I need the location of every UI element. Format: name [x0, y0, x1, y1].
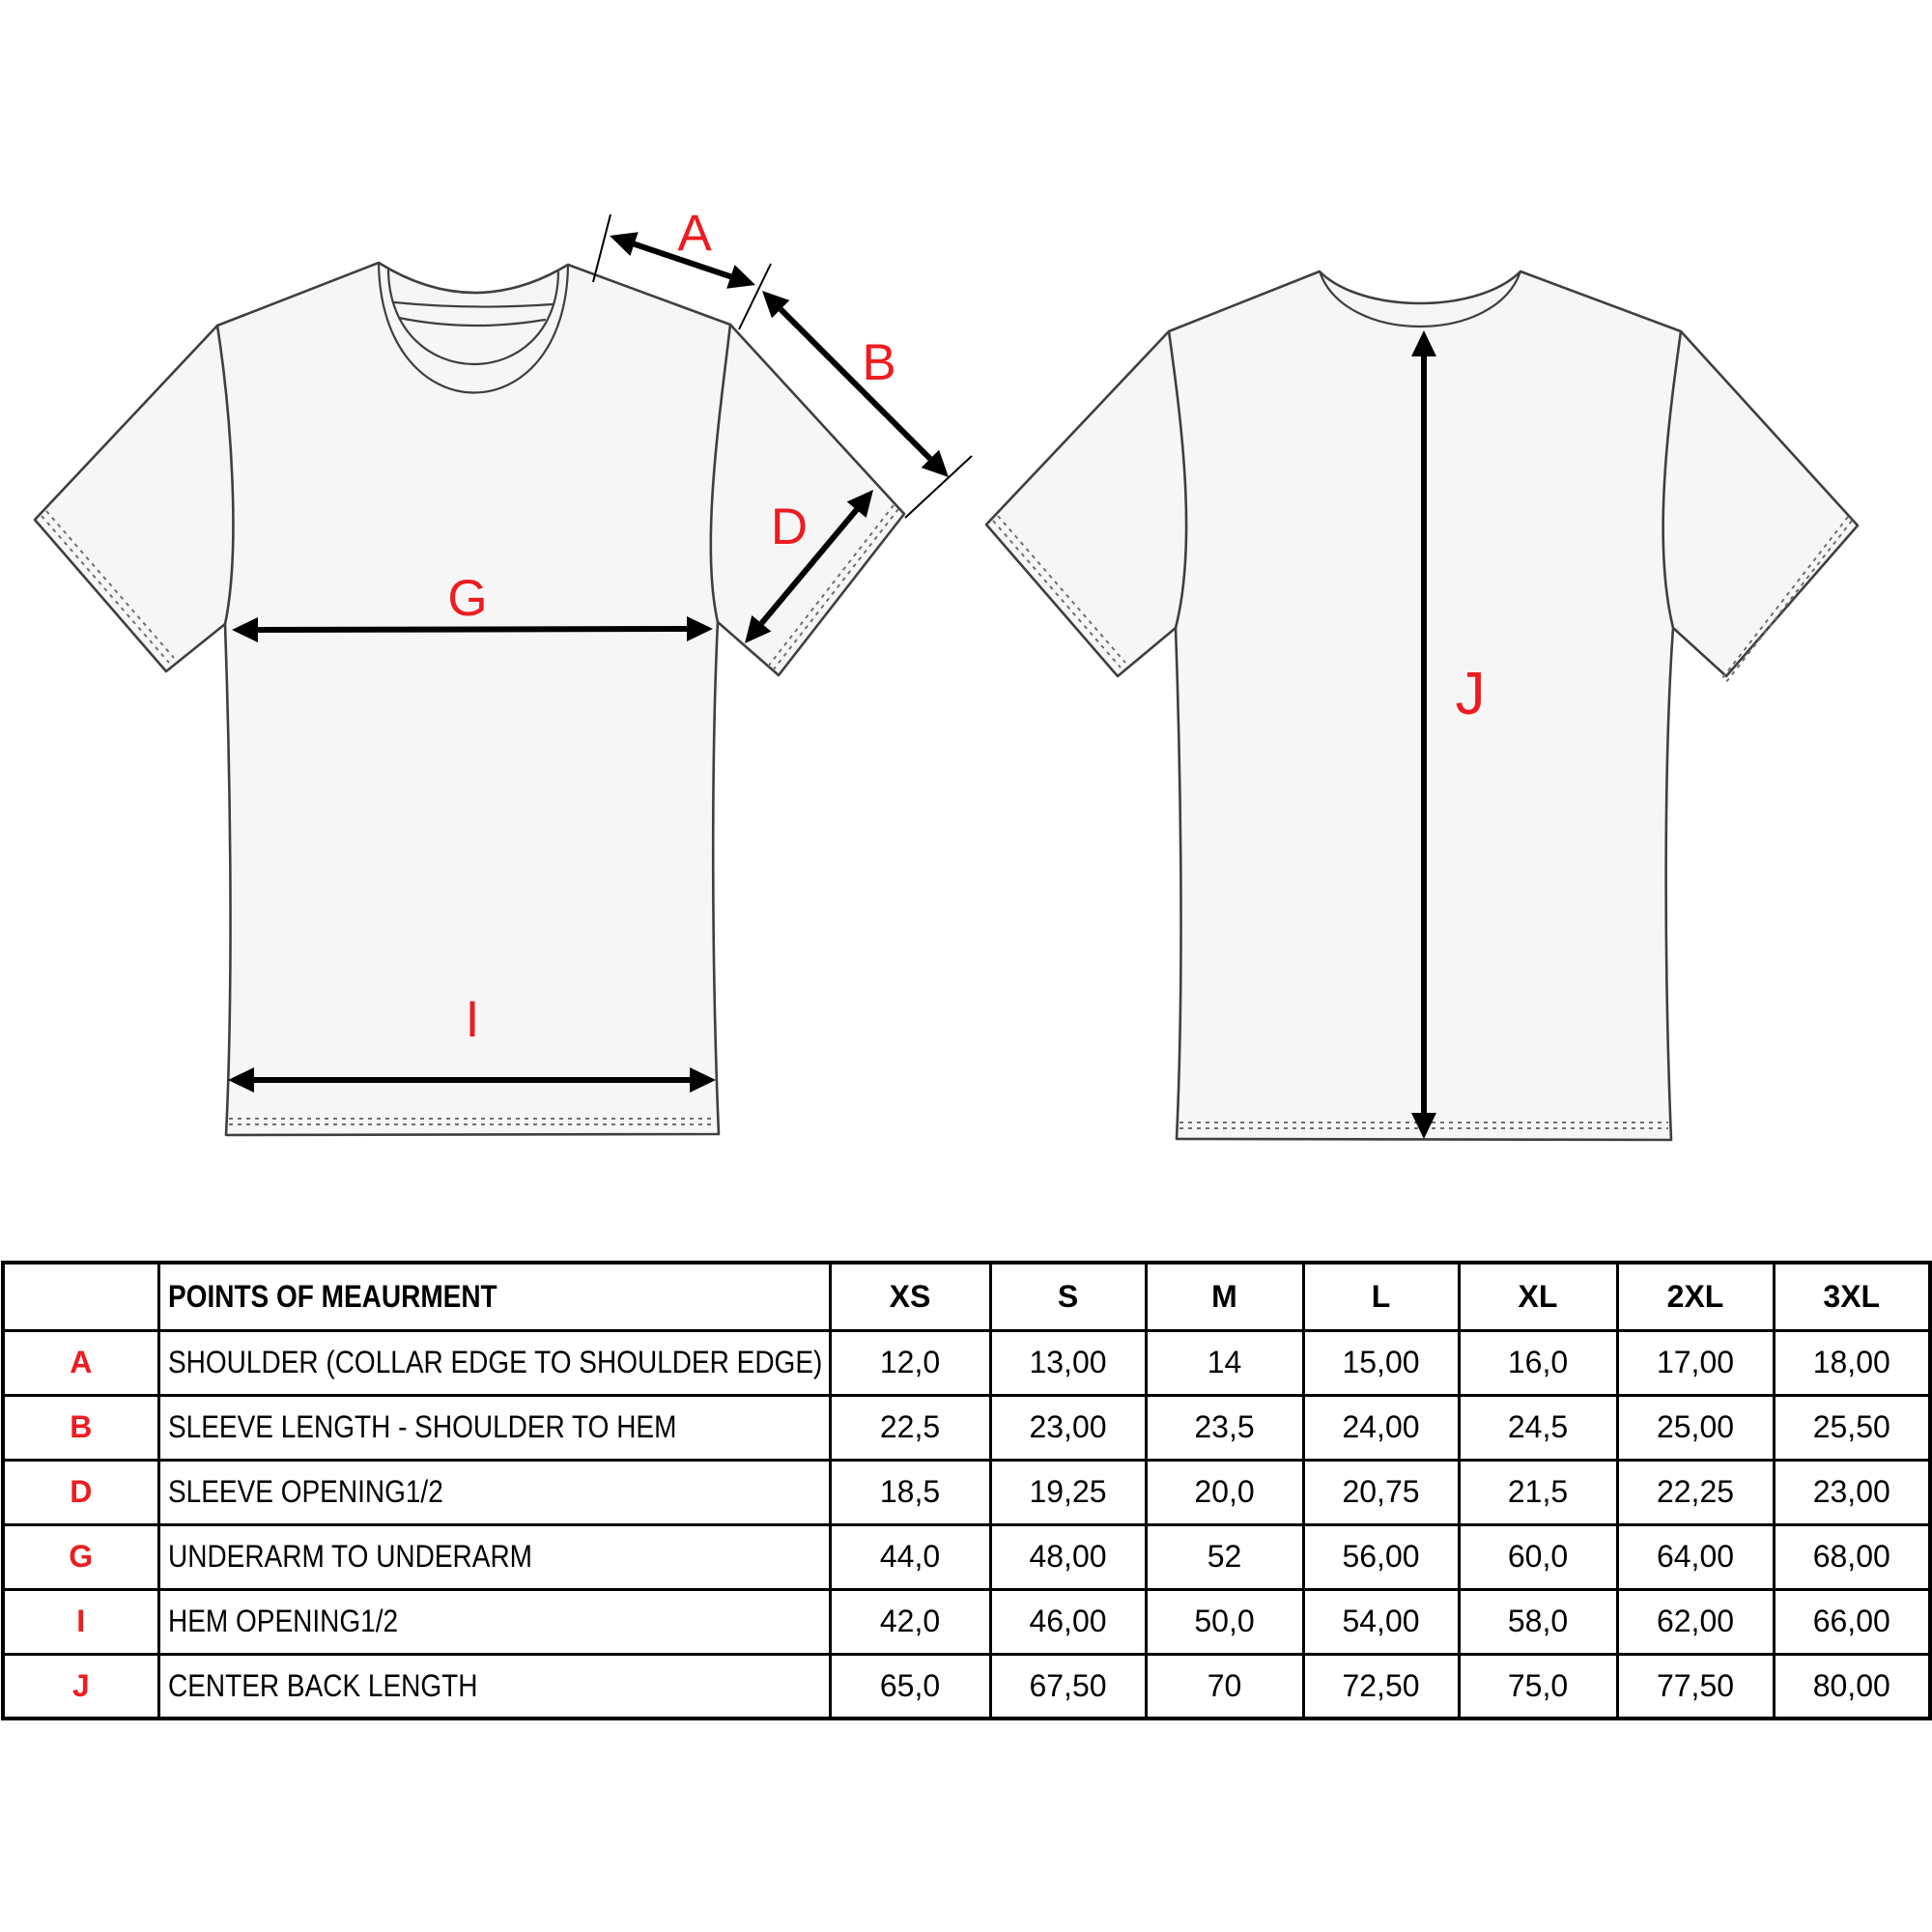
svg-text:I: I — [466, 991, 480, 1048]
svg-text:A: A — [677, 205, 712, 262]
svg-text:B: B — [862, 334, 895, 391]
svg-text:G: G — [447, 570, 487, 627]
svg-text:J: J — [1456, 661, 1486, 727]
svg-text:D: D — [771, 498, 808, 555]
